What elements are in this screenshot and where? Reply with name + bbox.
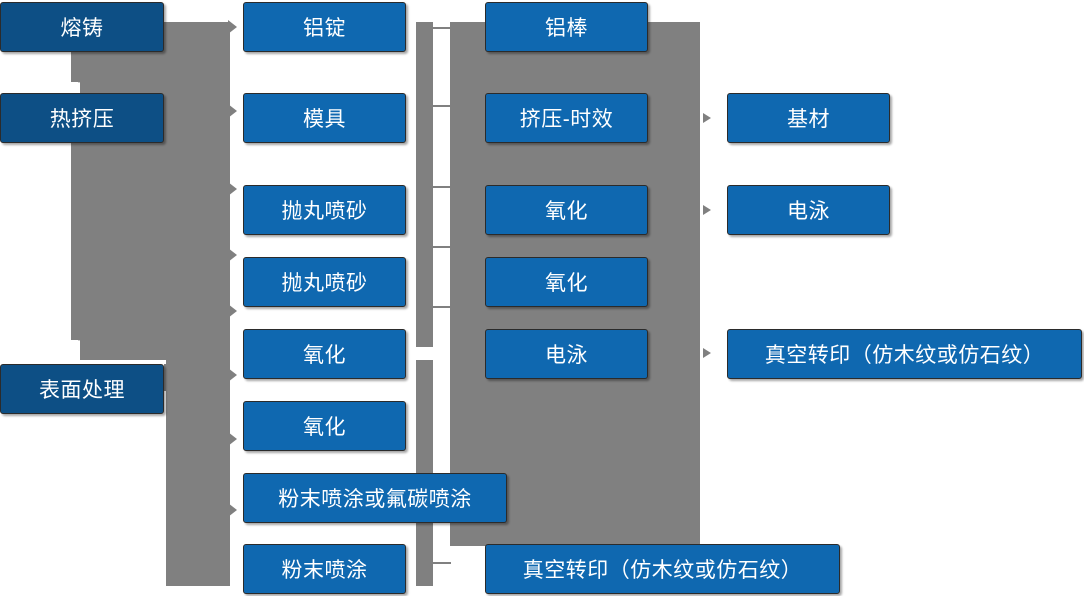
collector-tie-2 (433, 105, 451, 107)
operation-box-oxidation-1-label: 氧化 (303, 344, 346, 367)
operations-collector-bar (416, 22, 433, 347)
stage-box-hot-extrusion-label: 热挤压 (49, 108, 115, 131)
operation-box-oxidation-2-label: 氧化 (303, 416, 346, 439)
treatment-box-electrophoresis[interactable]: 电泳 (485, 329, 648, 379)
arrow-to-op-8 (228, 503, 237, 517)
operation-box-oxidation-1[interactable]: 氧化 (243, 329, 406, 379)
treatment-box-oxidation-1[interactable]: 氧化 (485, 185, 648, 235)
output-box-vacuum-transfer-printing-label: 真空转印（仿木纹或仿石纹） (764, 344, 1045, 367)
operation-box-powder-coating-label: 粉末喷涂 (281, 559, 368, 582)
arrow-to-out-2 (703, 205, 711, 215)
arrow-to-op-2 (228, 104, 237, 118)
treatment-box-oxidation-1-label: 氧化 (545, 200, 588, 223)
operation-box-powder-or-fluorocarbon-coating-label: 粉末喷涂或氟碳喷涂 (278, 488, 472, 511)
arrow-to-op-4 (228, 248, 237, 262)
operation-box-oxidation-2[interactable]: 氧化 (243, 401, 406, 451)
output-box-base-material[interactable]: 基材 (727, 93, 890, 143)
operation-box-mold-label: 模具 (303, 108, 346, 131)
treatment-box-extrusion-aging[interactable]: 挤压-时效 (485, 93, 648, 143)
arrow-to-op-1 (228, 20, 237, 34)
collector-tie-4 (433, 246, 451, 248)
operation-box-shot-blasting-2-label: 抛丸喷砂 (281, 272, 368, 295)
surface-treatment-connector-elbow (164, 364, 166, 390)
treatment-box-aluminum-rod[interactable]: 铝棒 (485, 2, 648, 52)
treatment-box-oxidation-2[interactable]: 氧化 (485, 257, 648, 307)
operation-box-powder-or-fluorocarbon-coating[interactable]: 粉末喷涂或氟碳喷涂 (243, 473, 507, 523)
output-box-base-material-label: 基材 (787, 108, 830, 131)
treatment-box-extrusion-aging-label: 挤压-时效 (519, 108, 614, 131)
treatment-box-vacuum-transfer-printing-label: 真空转印（仿木纹或仿石纹） (522, 559, 803, 582)
operations-distribution-bar-low (166, 355, 230, 586)
collector-tie-1 (433, 27, 451, 29)
operation-box-shot-blasting-1[interactable]: 抛丸喷砂 (243, 185, 406, 235)
operation-box-shot-blasting-2[interactable]: 抛丸喷砂 (243, 257, 406, 307)
treatment-box-vacuum-transfer-printing[interactable]: 真空转印（仿木纹或仿石纹） (485, 544, 840, 594)
treatment-box-electrophoresis-label: 电泳 (545, 344, 588, 367)
operation-box-powder-coating[interactable]: 粉末喷涂 (243, 544, 406, 594)
operations-distribution-bar-mid (80, 130, 230, 360)
stage-box-melting-label: 熔铸 (60, 17, 104, 40)
arrow-to-out-3 (703, 348, 711, 358)
stage-branch-arrow-1 (72, 74, 86, 83)
stage-box-surface-treatment[interactable]: 表面处理 (0, 364, 164, 414)
arrow-to-op-6 (228, 368, 237, 382)
stage-branch-arrow-2 (72, 332, 86, 341)
collector-tie-6 (433, 562, 451, 564)
collector-tie-5 (433, 306, 451, 308)
output-box-electrophoresis[interactable]: 电泳 (727, 185, 890, 235)
arrow-to-op-3 (228, 182, 237, 196)
collector-tie-3 (433, 186, 451, 188)
operation-box-aluminum-ingot[interactable]: 铝锭 (243, 2, 406, 52)
arrow-to-op-7 (228, 432, 237, 446)
treatment-box-oxidation-2-label: 氧化 (545, 272, 588, 295)
output-box-vacuum-transfer-printing[interactable]: 真空转印（仿木纹或仿石纹） (727, 329, 1082, 379)
operation-box-mold[interactable]: 模具 (243, 93, 406, 143)
arrow-to-out-1 (703, 113, 711, 123)
stage-box-hot-extrusion[interactable]: 热挤压 (0, 93, 164, 143)
output-box-electrophoresis-label: 电泳 (787, 200, 830, 223)
treatment-box-aluminum-rod-label: 铝棒 (545, 17, 588, 40)
stage-box-surface-treatment-label: 表面处理 (39, 379, 125, 402)
stage-box-melting[interactable]: 熔铸 (0, 2, 164, 52)
arrow-to-op-5 (228, 304, 237, 318)
operation-box-shot-blasting-1-label: 抛丸喷砂 (281, 200, 368, 223)
operation-box-aluminum-ingot-label: 铝锭 (303, 17, 346, 40)
